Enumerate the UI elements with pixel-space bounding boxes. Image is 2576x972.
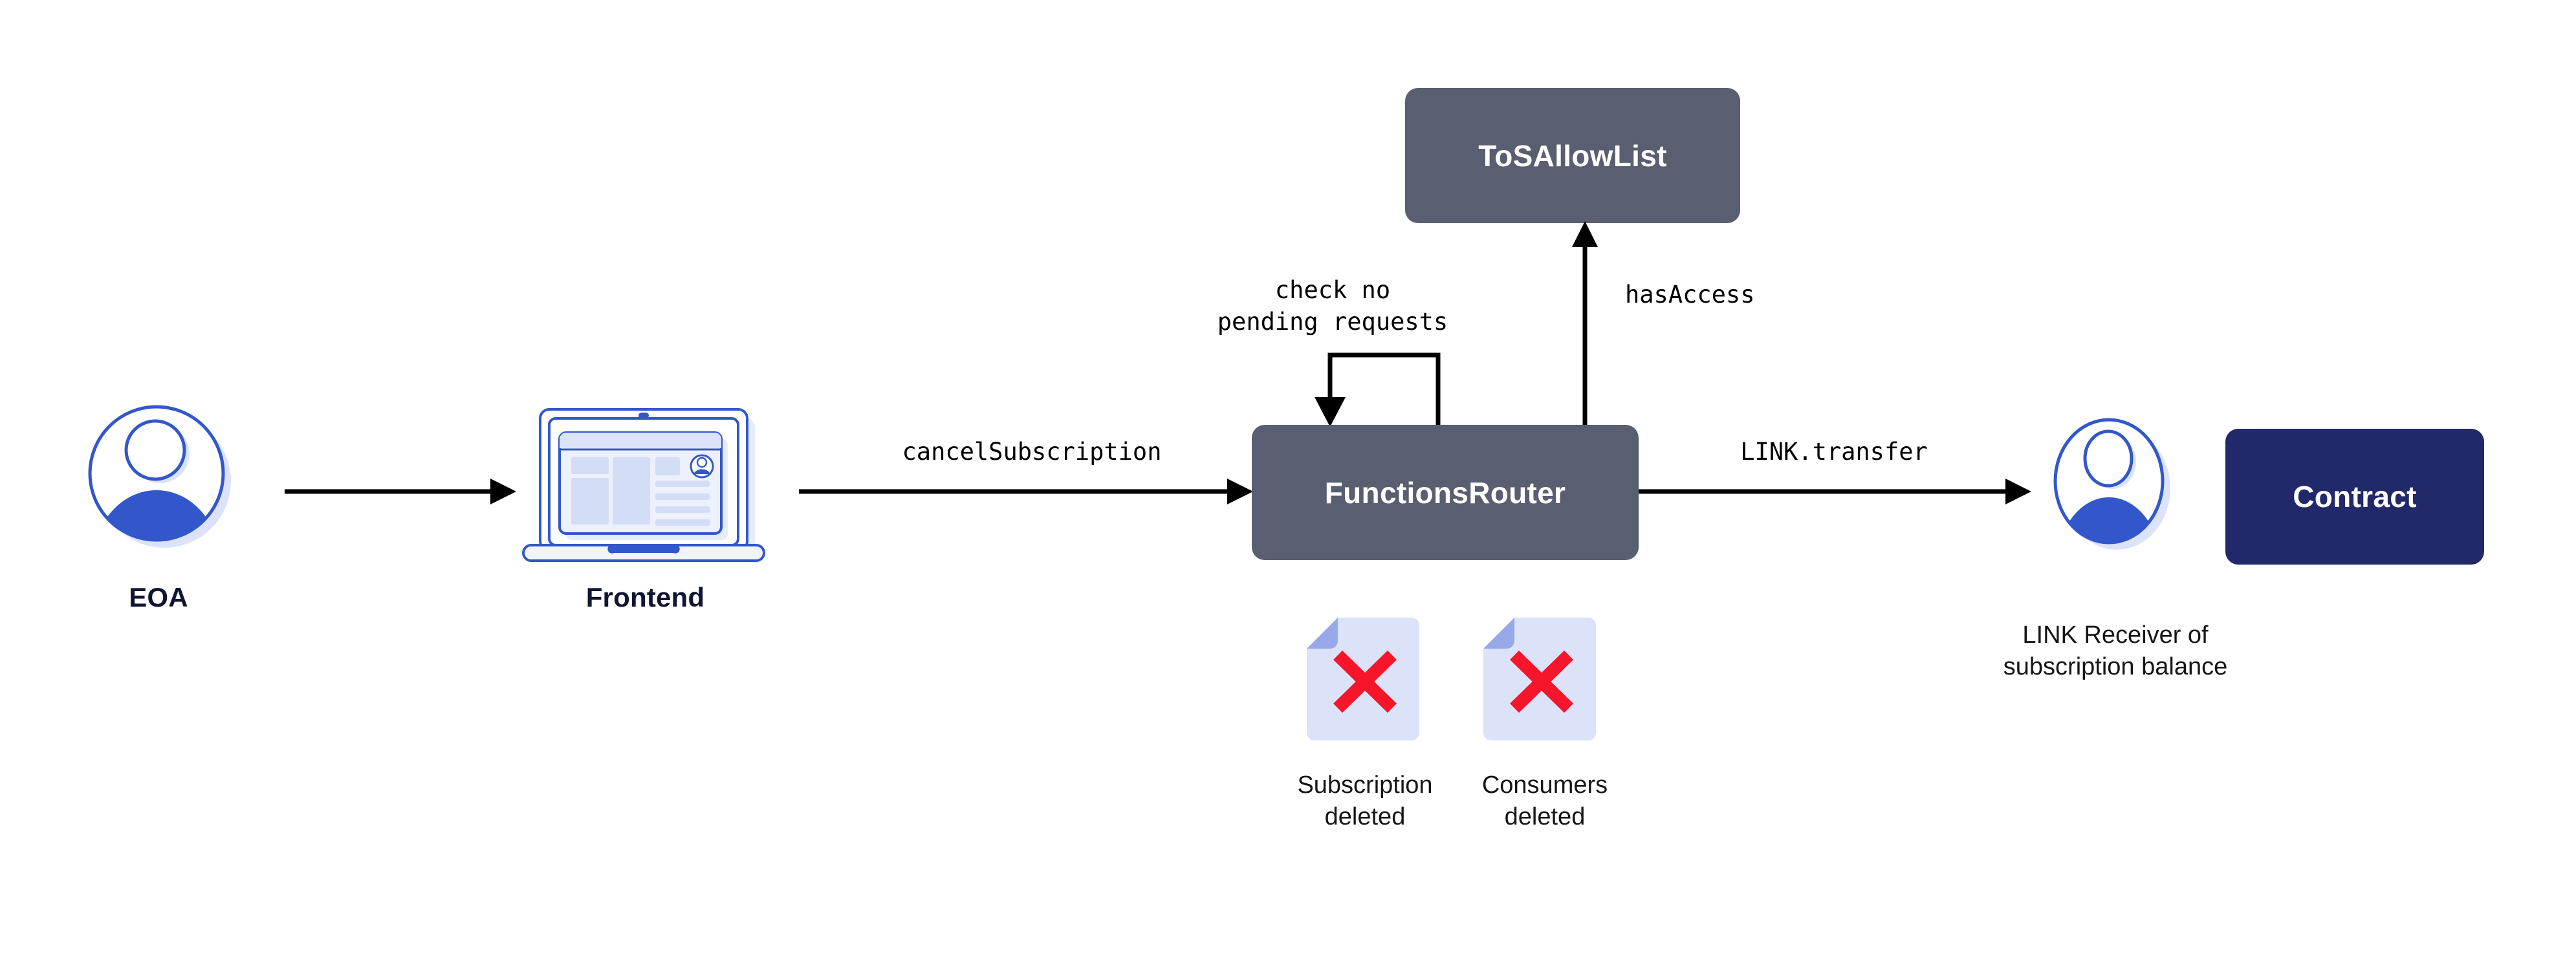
artifact-subscription-deleted xyxy=(1307,618,1423,740)
consumers-deleted-line2: deleted xyxy=(1504,803,1586,830)
artifact-caption-subscription-deleted: Subscription deleted xyxy=(1271,770,1459,832)
edge-label-cancel-subscription: cancelSubscription xyxy=(902,438,1162,466)
document-deleted-icon xyxy=(1307,618,1419,740)
user-avatar-icon xyxy=(2053,418,2170,550)
link-receiver-caption-line2: subscription balance xyxy=(2003,653,2228,680)
user-avatar-icon xyxy=(88,405,231,548)
tos-allow-list-box[interactable]: ToSAllowList xyxy=(1405,88,1740,223)
frontend-label: Frontend xyxy=(585,582,705,612)
functions-router-box[interactable]: FunctionsRouter xyxy=(1252,425,1639,560)
subscription-deleted-line1: Subscription xyxy=(1297,772,1433,799)
tos-allow-list-label: ToSAllowList xyxy=(1478,138,1667,173)
contract-box[interactable]: Contract xyxy=(2225,429,2484,565)
edge-router-to-tos xyxy=(1572,221,1598,430)
artifact-consumers-deleted xyxy=(1483,618,1600,740)
self-loop-label-line2: pending requests xyxy=(1217,307,1448,336)
edge-router-self-loop xyxy=(1315,352,1441,428)
functions-router-label: FunctionsRouter xyxy=(1324,475,1566,510)
subscription-deleted-line2: deleted xyxy=(1324,803,1406,830)
self-loop-label-line1: check no xyxy=(1274,276,1391,304)
edge-label-check-no-pending-requests: check no pending requests xyxy=(1184,275,1481,338)
eoa-label: EOA xyxy=(129,582,188,612)
edge-router-to-receiver xyxy=(1639,479,2031,504)
edge-label-link-transfer: LINK.transfer xyxy=(1740,438,1928,466)
link-receiver-caption: LINK Receiver of subscription balance xyxy=(1992,620,2238,682)
artifact-caption-consumers-deleted: Consumers deleted xyxy=(1451,770,1639,832)
laptop-icon xyxy=(522,408,765,562)
edge-label-has-access: hasAccess xyxy=(1625,281,1755,308)
consumers-deleted-line1: Consumers xyxy=(1481,772,1608,799)
contract-label: Contract xyxy=(2293,480,2417,513)
link-receiver-node xyxy=(2044,414,2180,553)
frontend-node xyxy=(514,404,776,582)
edge-eoa-to-frontend xyxy=(285,479,516,504)
document-deleted-icon xyxy=(1483,618,1596,740)
eoa-node xyxy=(84,401,233,550)
edge-frontend-to-router xyxy=(799,479,1253,504)
link-receiver-caption-line1: LINK Receiver of xyxy=(2022,621,2209,649)
